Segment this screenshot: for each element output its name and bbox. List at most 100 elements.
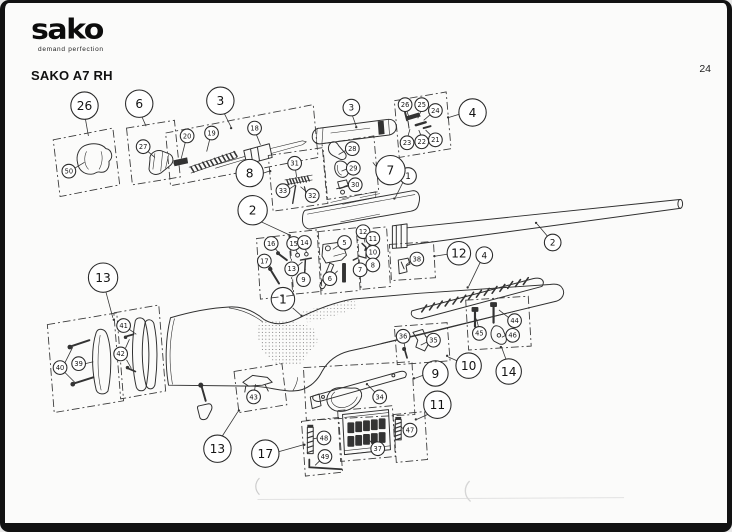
svg-text:11: 11 bbox=[369, 235, 377, 243]
svg-text:13: 13 bbox=[95, 271, 111, 285]
group-11-box-magazine bbox=[337, 405, 396, 462]
svg-text:17: 17 bbox=[258, 447, 274, 461]
callout-barrel-2: 2 bbox=[534, 221, 562, 252]
group-6: 27 6 bbox=[125, 89, 181, 186]
callout-part-5: 5 bbox=[332, 235, 352, 250]
group-13-swivels: 43 13 bbox=[197, 363, 288, 463]
svg-text:14: 14 bbox=[300, 239, 308, 247]
svg-text:6: 6 bbox=[328, 275, 332, 283]
svg-text:47: 47 bbox=[406, 426, 414, 434]
callout-part-13: 13 bbox=[284, 261, 303, 277]
svg-text:29: 29 bbox=[349, 165, 357, 173]
bolt-drawing: 3 bbox=[311, 98, 397, 145]
svg-text:30: 30 bbox=[351, 181, 359, 189]
group-10-box bbox=[393, 322, 451, 366]
group-9: 34 9 bbox=[302, 360, 449, 421]
callout-rail-4: 4 bbox=[466, 246, 494, 289]
group-2-box-springs bbox=[356, 226, 391, 290]
callout-part-9: 9 bbox=[296, 268, 311, 287]
svg-text:45: 45 bbox=[475, 330, 483, 338]
group-4-box bbox=[393, 91, 452, 158]
page-title: SAKO A7 RH bbox=[31, 68, 113, 83]
callout-part-50: 50 bbox=[61, 161, 85, 179]
group-4: 26 25 24 23 22 bbox=[393, 91, 487, 158]
svg-text:8: 8 bbox=[371, 261, 375, 269]
sako-logo: sako bbox=[31, 13, 104, 46]
callout-part-38: 38 bbox=[405, 251, 425, 267]
svg-text:7: 7 bbox=[358, 266, 362, 274]
svg-text:46: 46 bbox=[508, 332, 516, 340]
callout-group-3: 3 bbox=[206, 86, 235, 130]
svg-text:43: 43 bbox=[249, 393, 257, 401]
svg-text:25: 25 bbox=[417, 101, 425, 109]
callout-part-19: 19 bbox=[204, 125, 219, 152]
svg-text:2: 2 bbox=[249, 204, 257, 218]
svg-text:10: 10 bbox=[461, 359, 477, 373]
group-13-box-bracket bbox=[233, 363, 288, 414]
callout-part-40: 40 bbox=[52, 346, 75, 383]
group-8-box bbox=[267, 147, 329, 212]
group-11-box-spring bbox=[392, 411, 429, 463]
callout-part-44: 44 bbox=[498, 309, 522, 329]
callout-group-6: 6 bbox=[125, 89, 154, 127]
callout-part-46: 46 bbox=[501, 327, 520, 343]
svg-text:42: 42 bbox=[116, 350, 124, 358]
group-17-box bbox=[301, 416, 344, 477]
svg-text:49: 49 bbox=[321, 453, 329, 461]
group-13-recoil-pad: 40 39 41 42 bbox=[46, 262, 167, 414]
callout-group-1: 1 bbox=[270, 286, 303, 317]
callout-part-49: 49 bbox=[314, 449, 333, 466]
svg-text:22: 22 bbox=[417, 138, 425, 146]
callout-part-14: 14 bbox=[297, 235, 312, 253]
callout-group-4: 4 bbox=[446, 98, 487, 127]
magazine-grid bbox=[347, 418, 386, 447]
exploded-diagram: 1 4 1 bbox=[46, 86, 684, 503]
group-13-box-pad bbox=[46, 312, 125, 414]
svg-text:13: 13 bbox=[210, 442, 226, 456]
svg-text:3: 3 bbox=[216, 94, 224, 108]
page-number: 24 bbox=[699, 63, 711, 75]
group-2-box-screws bbox=[256, 234, 295, 300]
svg-text:26: 26 bbox=[401, 101, 409, 109]
callout-part-6: 6 bbox=[322, 270, 338, 287]
svg-text:17: 17 bbox=[260, 257, 268, 265]
callout-part-30: 30 bbox=[343, 177, 363, 193]
callout-group-10: 10 bbox=[445, 352, 482, 379]
svg-text:21: 21 bbox=[431, 136, 439, 144]
scan-artifacts bbox=[255, 477, 625, 503]
callout-part-23: 23 bbox=[399, 128, 415, 151]
group-17: 48 49 17 bbox=[251, 416, 344, 477]
callout-part-42: 42 bbox=[113, 339, 132, 369]
sako-tagline: demand perfection bbox=[38, 46, 104, 53]
svg-text:9: 9 bbox=[301, 276, 305, 284]
svg-text:18: 18 bbox=[250, 124, 258, 132]
callout-bolt-3: 3 bbox=[342, 98, 361, 129]
callout-part-25: 25 bbox=[414, 97, 430, 119]
group-3-box bbox=[165, 104, 319, 187]
svg-text:36: 36 bbox=[399, 333, 407, 341]
svg-text:37: 37 bbox=[374, 445, 382, 453]
svg-text:11: 11 bbox=[430, 398, 446, 412]
group-26-box bbox=[52, 127, 121, 198]
callout-group-14: 14 bbox=[495, 345, 522, 385]
group-13-box-spacer bbox=[113, 304, 167, 400]
svg-text:40: 40 bbox=[56, 364, 64, 372]
callout-part-20: 20 bbox=[179, 128, 195, 159]
callout-part-36: 36 bbox=[395, 328, 411, 349]
callout-group-9: 9 bbox=[412, 360, 449, 387]
callout-group-26: 26 bbox=[70, 91, 99, 137]
callout-part-35: 35 bbox=[420, 332, 441, 348]
svg-text:3: 3 bbox=[349, 104, 355, 114]
callout-part-28: 28 bbox=[338, 141, 360, 157]
callout-part-7: 7 bbox=[352, 258, 368, 278]
callout-part-45: 45 bbox=[472, 318, 487, 341]
callout-group-12: 12 bbox=[433, 240, 472, 266]
callout-group-13-pad: 13 bbox=[87, 262, 119, 321]
svg-text:1: 1 bbox=[279, 292, 287, 306]
callout-part-31: 31 bbox=[287, 155, 303, 178]
callout-part-41: 41 bbox=[116, 318, 137, 335]
group-12-box bbox=[388, 241, 436, 282]
callout-part-22: 22 bbox=[414, 129, 430, 150]
group-11: 37 47 11 bbox=[337, 390, 452, 463]
